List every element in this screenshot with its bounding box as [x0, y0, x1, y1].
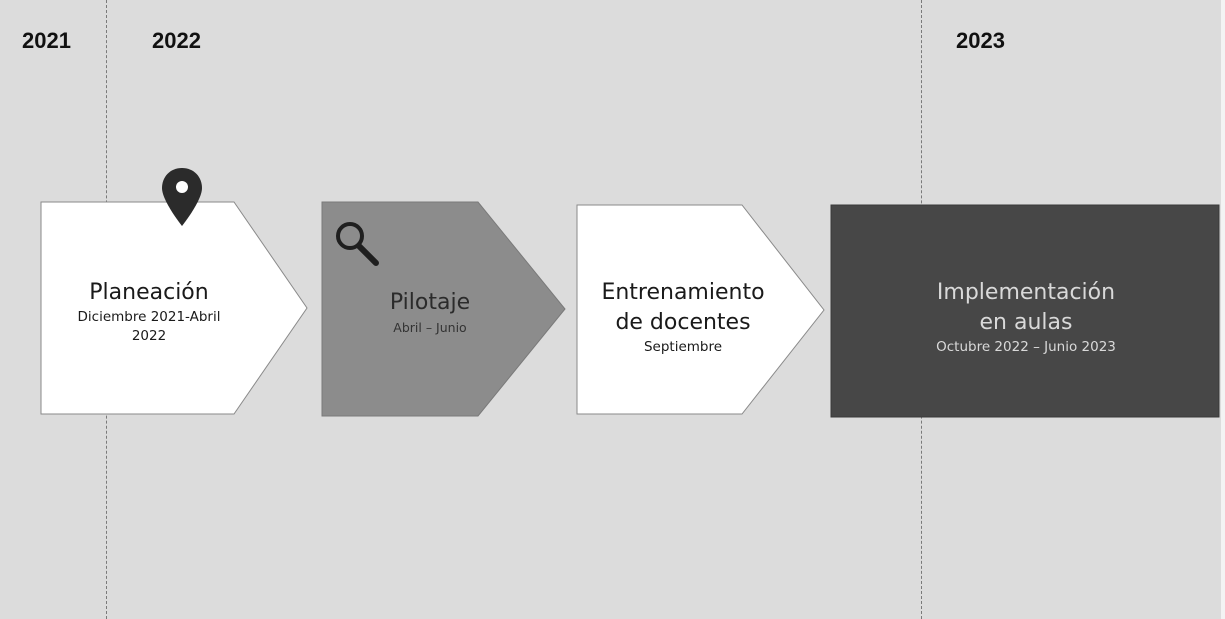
- stage-implementacion-title-line2: en aulas: [979, 309, 1073, 335]
- stage-pilotaje-label: Pilotaje Abril – Junio: [345, 282, 515, 342]
- stage-entrenamiento-title-line1: Entrenamiento: [601, 279, 765, 305]
- stage-planeacion-shape: [40, 201, 308, 415]
- stage-planeacion-dates-line2: 2022: [131, 328, 167, 344]
- stage-entrenamiento-label: Entrenamiento de docentes Septiembre: [578, 262, 788, 372]
- year-label-2023: 2023: [956, 28, 1005, 53]
- stage-implementacion-dates: Octubre 2022 – Junio 2023: [936, 338, 1116, 355]
- stage-planeacion-dates-line1: Diciembre 2021-Abril: [77, 309, 221, 325]
- year-label-2021: 2021: [22, 28, 71, 53]
- stage-implementacion-shape: [830, 204, 1220, 418]
- stage-implementacion-label: Implementación en aulas Octubre 2022 – J…: [832, 262, 1220, 372]
- stage-pilotaje-shape: [321, 201, 566, 417]
- stage-entrenamiento-title-line2: de docentes: [615, 309, 751, 335]
- stage-entrenamiento-shape: [576, 204, 825, 415]
- stage-pilotaje-title: Pilotaje: [389, 289, 471, 315]
- year-label-2022: 2022: [152, 28, 201, 53]
- stage-implementacion-title-line1: Implementación: [936, 279, 1116, 305]
- stage-planeacion-title: Planeación: [89, 280, 209, 305]
- stage-entrenamiento-dates: Septiembre: [643, 338, 723, 355]
- magnifier-icon: [336, 222, 379, 266]
- map-pin-icon: [162, 168, 202, 226]
- right-border: [1221, 0, 1225, 619]
- stage-planeacion-label: Planeación Diciembre 2021-Abril 2022: [44, 262, 254, 362]
- stage-pilotaje-dates: Abril – Junio: [393, 319, 467, 335]
